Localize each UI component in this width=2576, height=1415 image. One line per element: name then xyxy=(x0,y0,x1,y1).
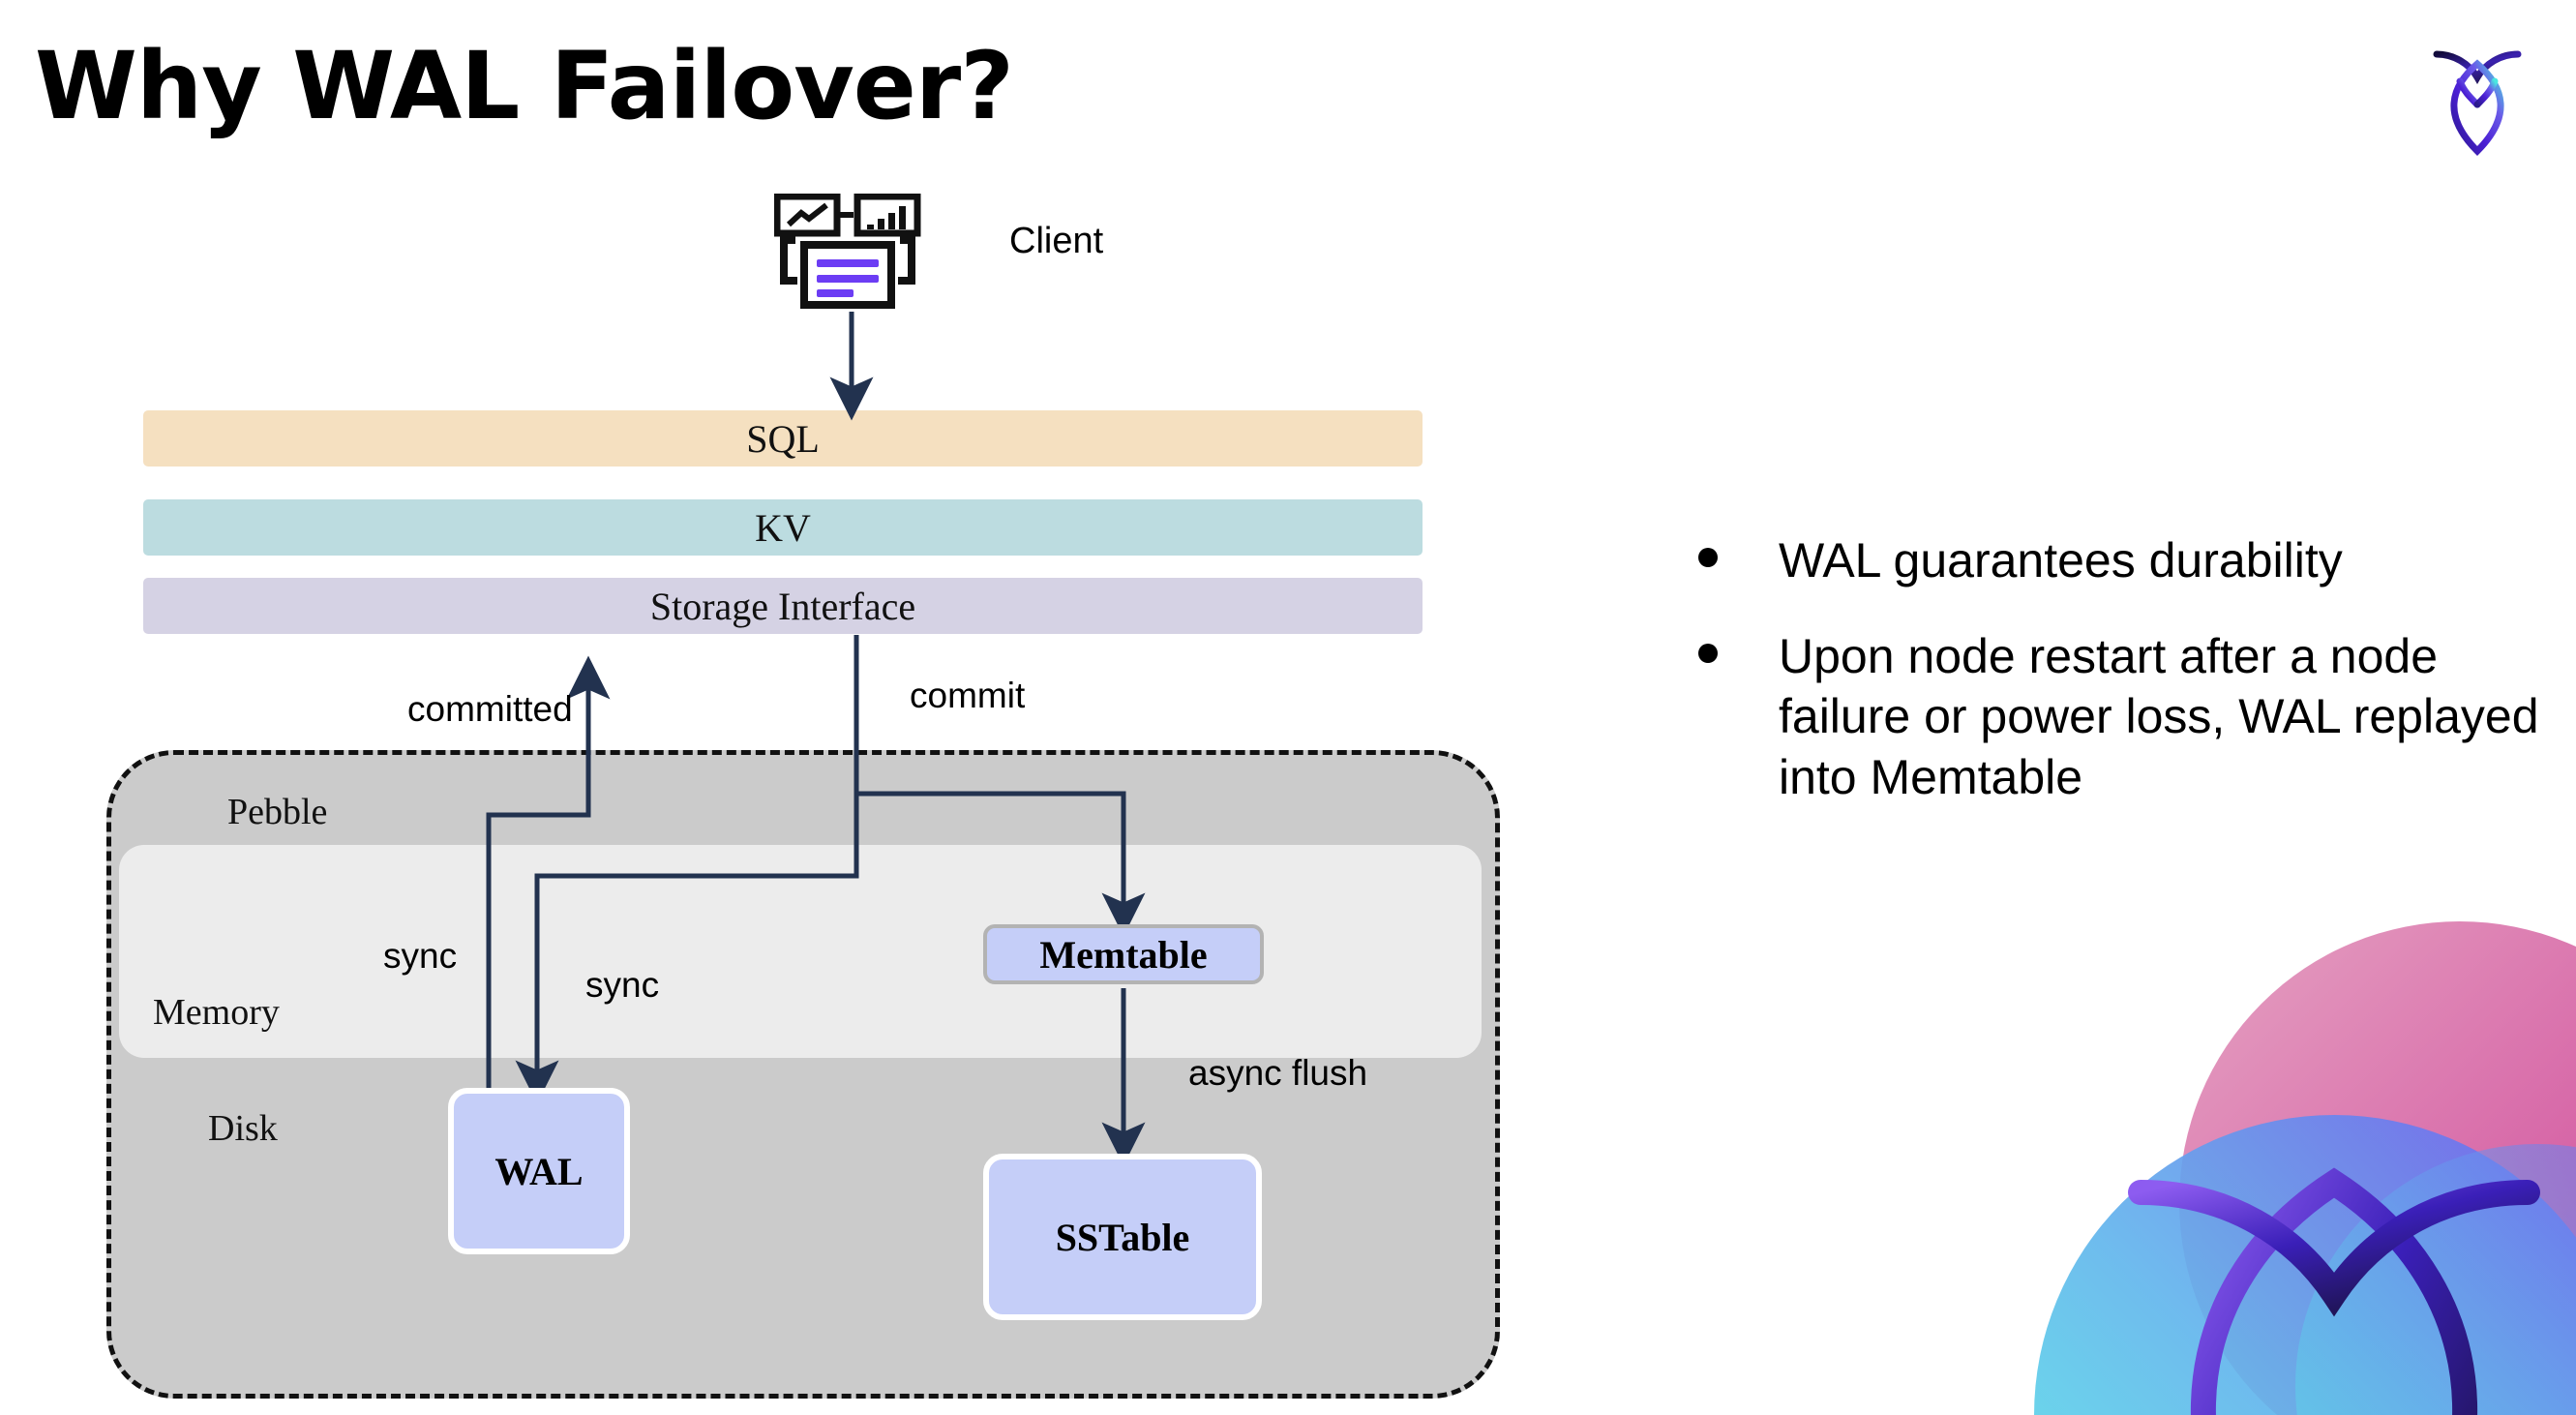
list-item: WAL guarantees durability xyxy=(1698,530,2540,591)
disk-label: Disk xyxy=(208,1108,278,1149)
pebble-label: Pebble xyxy=(227,792,328,832)
architecture-diagram: Client SQL KV Storage Interface Pebble M… xyxy=(106,193,1500,1399)
client-label: Client xyxy=(1009,221,1104,261)
node-sstable[interactable]: SSTable xyxy=(983,1154,1262,1320)
edge-label-sync-down: sync xyxy=(585,965,660,1005)
cockroach-leaf-logo-icon xyxy=(2415,35,2539,163)
bullet-list: WAL guarantees durability Upon node rest… xyxy=(1698,530,2540,842)
layer-bar-kv: KV xyxy=(143,499,1423,556)
page-title: Why WAL Failover? xyxy=(35,32,1014,140)
edge-label-committed: committed xyxy=(407,689,573,729)
layer-label: Storage Interface xyxy=(649,584,916,628)
bullet-dot-icon xyxy=(1698,643,1718,663)
layer-label: SQL xyxy=(746,416,820,461)
node-label: WAL xyxy=(494,1149,584,1193)
list-item: Upon node restart after a node failure o… xyxy=(1698,626,2540,808)
node-wal[interactable]: WAL xyxy=(448,1088,630,1254)
decorative-logo-watermark xyxy=(1918,902,2576,1415)
layer-bar-sql: SQL xyxy=(143,410,1423,467)
layer-bar-storage-interface: Storage Interface xyxy=(143,578,1423,634)
edge-label-sync-up: sync xyxy=(383,936,458,976)
edge-label-async-flush: async flush xyxy=(1188,1053,1368,1093)
layer-label: KV xyxy=(755,505,811,550)
edge-label-commit: commit xyxy=(910,676,1026,715)
bullet-text: WAL guarantees durability xyxy=(1779,533,2343,587)
bullet-dot-icon xyxy=(1698,548,1718,567)
node-memtable[interactable]: Memtable xyxy=(983,924,1264,984)
node-label: SSTable xyxy=(1055,1215,1190,1259)
node-label: Memtable xyxy=(1039,932,1208,977)
client-dashboard-icon xyxy=(773,193,929,312)
memory-zone xyxy=(119,845,1482,1058)
memory-label: Memory xyxy=(153,992,280,1033)
bullet-text: Upon node restart after a node failure o… xyxy=(1779,628,2539,804)
